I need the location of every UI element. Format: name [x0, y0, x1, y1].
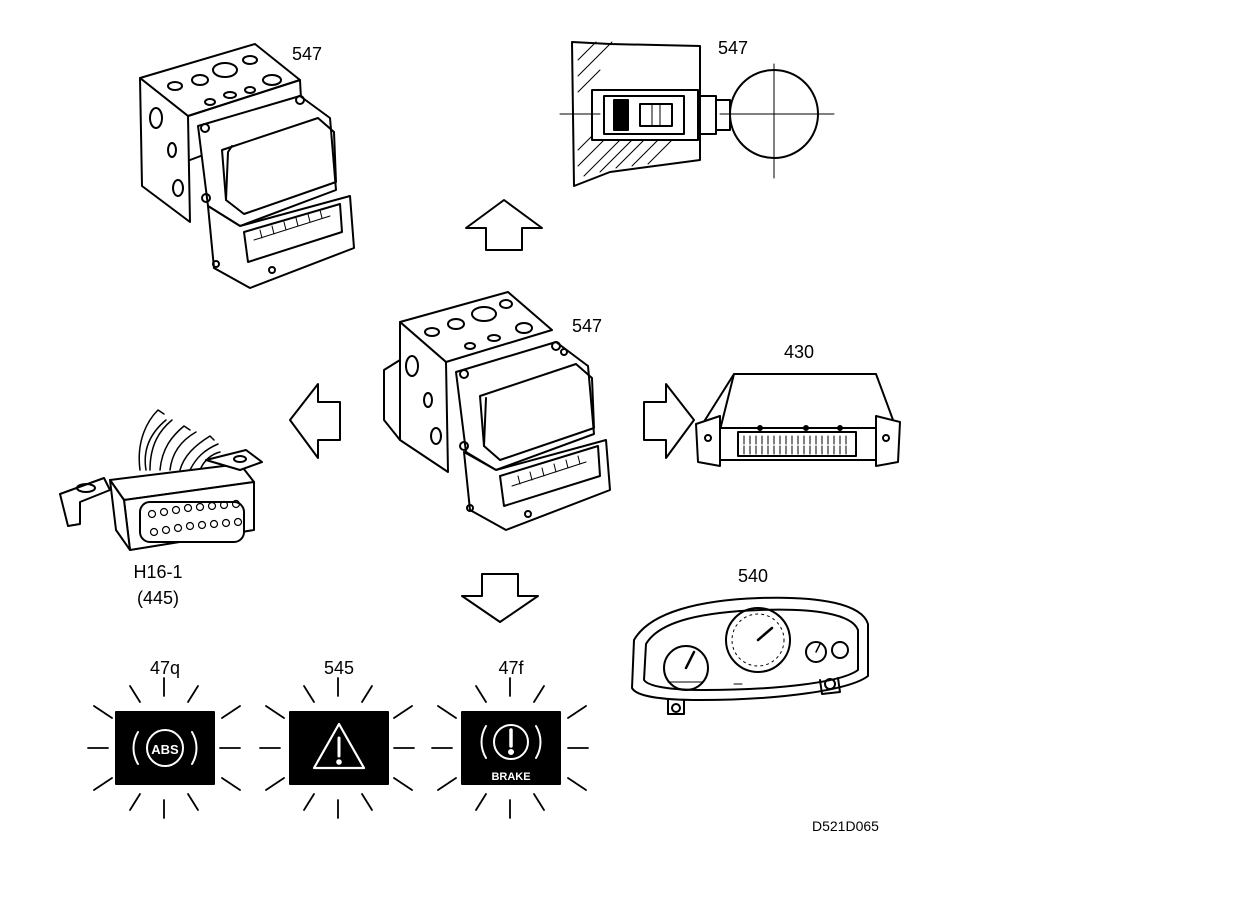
abs-unit-center-label: 547	[572, 316, 603, 336]
abs-warning-lamp: ABS	[87, 677, 241, 819]
instrument-cluster-illustration	[631, 596, 869, 715]
valve-section-label: 547	[718, 38, 749, 58]
diagnostic-connector-illustration	[59, 409, 263, 551]
brake-lamp-label: 47f	[498, 658, 524, 678]
instrument-cluster-label: 540	[738, 566, 769, 586]
figure-code-label: D521D065	[812, 818, 879, 834]
abs-unit-top-label: 547	[292, 44, 323, 64]
hollow-arrow-left-icon	[289, 383, 341, 459]
valve-cross-section-illustration	[559, 41, 835, 187]
brake-warning-lamp: BRAKE	[431, 677, 589, 819]
abs-lamp-text: ABS	[151, 742, 179, 757]
abs-unit-top-illustration	[139, 43, 355, 289]
abs-lamp-label: 47q	[149, 658, 181, 678]
hollow-arrow-up-icon	[465, 199, 543, 251]
diagnostic-connector-label: H16-1	[133, 562, 183, 582]
control-module-label: 430	[784, 342, 815, 362]
hollow-arrow-right-icon	[643, 383, 695, 459]
general-warning-lamp	[259, 677, 415, 819]
abs-unit-center-illustration	[383, 291, 611, 531]
warning-lamp-label: 545	[323, 658, 355, 678]
diagnostic-connector-ref-label: (445)	[136, 588, 180, 608]
brake-lamp-text: BRAKE	[491, 771, 530, 783]
control-module-illustration	[695, 373, 901, 467]
hollow-arrow-down-icon	[461, 573, 539, 623]
